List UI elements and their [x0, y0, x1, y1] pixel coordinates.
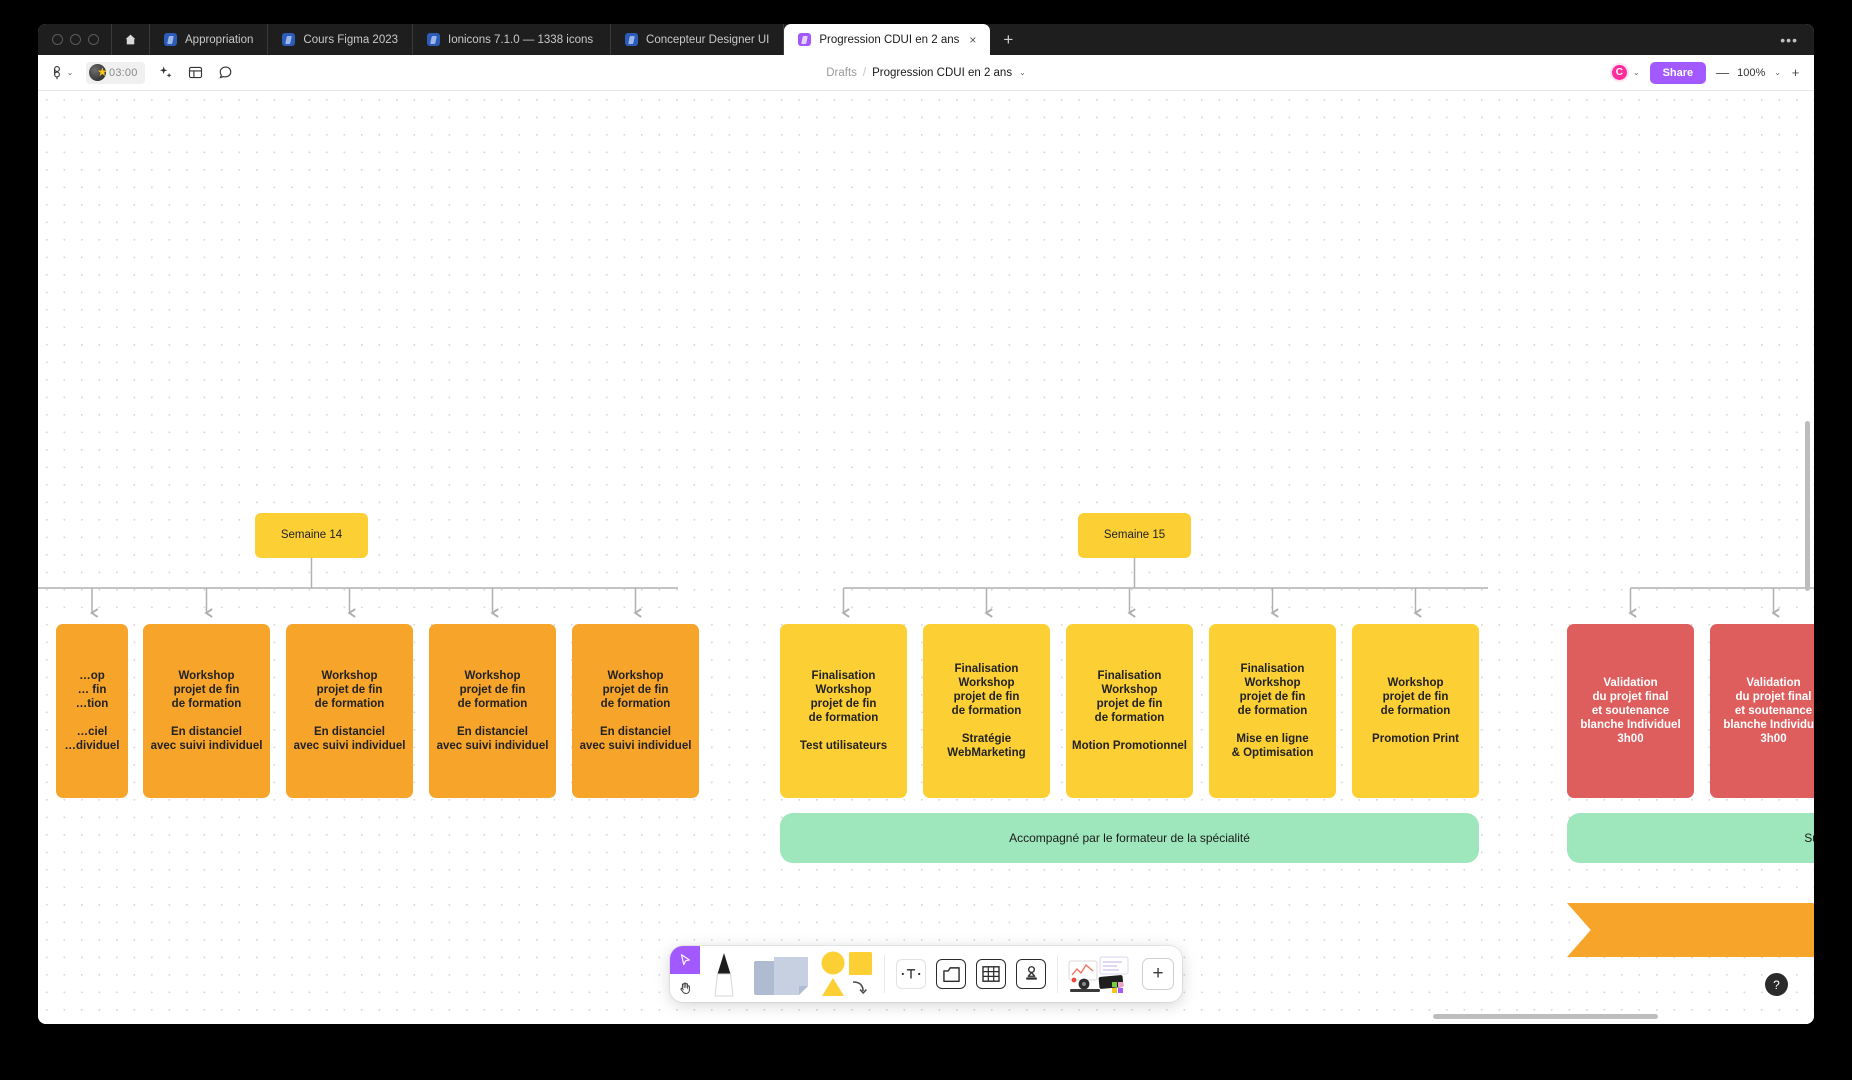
workshop-card[interactable]: …op … fin …tion …ciel …dividuel [56, 624, 128, 798]
stamp-tool-glyph [1016, 959, 1046, 989]
section-tool[interactable] [931, 946, 971, 1002]
zoom-out-button[interactable]: — [1716, 65, 1729, 80]
figma-file-icon [164, 33, 177, 46]
shapes-tool[interactable] [816, 946, 878, 1002]
tool-group-widgets: + [1064, 946, 1182, 1002]
window-more-menu-icon[interactable]: ••• [1764, 24, 1814, 55]
chevron-down-icon[interactable]: ⌄ [1019, 68, 1026, 77]
toolbar-right-group: C ⌄ Share — 100% ⌄ + [1610, 62, 1802, 84]
figjam-file-icon [798, 33, 811, 46]
figma-app-window: Appropriation Cours Figma 2023 Ionicons … [38, 24, 1814, 1024]
week-header-node[interactable]: Semaine 15 [1078, 513, 1191, 558]
finalisation-card[interactable]: Finalisation Workshop projet de fin de f… [923, 624, 1050, 798]
text-tool-glyph [896, 959, 926, 989]
sticky-note-tool[interactable] [748, 946, 816, 1002]
convocation-banner[interactable]: Sur convoca [1567, 813, 1814, 863]
cursor-tool[interactable] [670, 946, 700, 974]
browser-tab-bar: Appropriation Cours Figma 2023 Ionicons … [38, 24, 1814, 55]
frame-icon[interactable] [183, 60, 209, 86]
stamp-tool[interactable] [1011, 946, 1051, 1002]
orange-ribbon-shape[interactable] [1567, 903, 1814, 957]
validation-card[interactable]: Validation du projet final et soutenance… [1567, 624, 1694, 798]
figma-file-icon [625, 33, 638, 46]
widgets-tool[interactable] [1064, 946, 1134, 1002]
chevron-down-icon[interactable]: ⌄ [1774, 68, 1781, 77]
maximize-button[interactable] [70, 34, 81, 45]
close-button[interactable] [88, 34, 99, 45]
page-title: Progression CDUI en 2 ans [872, 67, 1012, 79]
breadcrumb-separator: / [863, 67, 866, 79]
figma-top-toolbar: ⌄ ★ 03:00 Drafts / Progression [38, 55, 1814, 91]
validation-card[interactable]: Validation du projet final et soutenance… [1710, 624, 1814, 798]
window-controls[interactable] [38, 24, 112, 55]
browser-tab-appropriation[interactable]: Appropriation [150, 24, 268, 55]
browser-tab-progression-cdui[interactable]: Progression CDUI en 2 ans × [784, 24, 990, 55]
close-tab-icon[interactable]: × [969, 33, 976, 47]
tool-group-content [891, 946, 1051, 1002]
text-tool[interactable] [891, 946, 931, 1002]
chevron-down-icon: ⌄ [67, 68, 74, 77]
figma-menu-icon[interactable]: ⌄ [50, 60, 76, 86]
finalisation-card[interactable]: Workshop projet de fin de formation Prom… [1352, 624, 1479, 798]
board-content: Semaine 14 Semaine 15 …op … fin …tion …c… [38, 91, 1814, 1024]
hand-tool[interactable] [670, 974, 700, 1002]
new-tab-button[interactable]: + [990, 24, 1026, 55]
tab-label: Progression CDUI en 2 ans [819, 34, 959, 46]
star-icon: ★ [97, 66, 108, 78]
toolbar-divider [1057, 955, 1058, 993]
vertical-scrollbar[interactable] [1805, 421, 1810, 591]
browser-tab-concepteur-designer-ui[interactable]: Concepteur Designer UI [611, 24, 784, 55]
figma-file-icon [282, 33, 295, 46]
toolbar-center-group: Drafts / Progression CDUI en 2 ans ⌄ [38, 67, 1814, 79]
minimize-button[interactable] [52, 34, 63, 45]
horizontal-scrollbar[interactable] [1433, 1014, 1658, 1019]
zoom-in-button[interactable]: + [1789, 65, 1802, 80]
browser-tab-cours-figma-2023[interactable]: Cours Figma 2023 [268, 24, 413, 55]
plus-icon: + [1142, 958, 1174, 990]
tab-label: Cours Figma 2023 [303, 34, 398, 46]
comment-icon[interactable] [213, 60, 239, 86]
home-icon[interactable] [112, 24, 150, 55]
breadcrumb[interactable]: Drafts / Progression CDUI en 2 ans ⌄ [826, 67, 1026, 79]
timer-avatar: ★ [89, 64, 106, 81]
tab-label: Ionicons 7.1.0 — 1338 icons pack (C [448, 34, 596, 46]
breadcrumb-drafts[interactable]: Drafts [826, 67, 857, 79]
timer-chip[interactable]: ★ 03:00 [86, 62, 145, 84]
table-tool[interactable] [971, 946, 1011, 1002]
figjam-bottom-toolbar: + [670, 946, 1182, 1002]
zoom-controls: — 100% ⌄ + [1716, 65, 1802, 80]
avatar[interactable]: C [1610, 63, 1629, 82]
workshop-card[interactable]: Workshop projet de fin de formation En d… [286, 624, 413, 798]
cursor-hand-toggle [670, 946, 700, 1002]
finalisation-card[interactable]: Finalisation Workshop projet de fin de f… [1209, 624, 1336, 798]
timer-value: 03:00 [109, 67, 138, 79]
workshop-card[interactable]: Workshop projet de fin de formation En d… [572, 624, 699, 798]
help-button[interactable]: ? [1765, 973, 1788, 996]
figma-file-icon [427, 33, 440, 46]
tab-label: Concepteur Designer UI [646, 34, 769, 46]
zoom-level[interactable]: 100% [1737, 67, 1765, 79]
accompagnement-banner[interactable]: Accompagné par le formateur de la spécia… [780, 813, 1479, 863]
table-tool-glyph [976, 959, 1006, 989]
workshop-card[interactable]: Workshop projet de fin de formation En d… [429, 624, 556, 798]
section-tool-glyph [936, 959, 966, 989]
toolbar-left-group: ⌄ ★ 03:00 [50, 60, 239, 86]
workshop-card[interactable]: Workshop projet de fin de formation En d… [143, 624, 270, 798]
figjam-canvas[interactable]: Semaine 14 Semaine 15 …op … fin …tion …c… [38, 91, 1814, 1024]
toolbar-divider [884, 955, 885, 993]
tab-bar-spacer [1026, 24, 1764, 55]
share-button[interactable]: Share [1650, 62, 1707, 84]
more-tools-button[interactable]: + [1134, 946, 1182, 1002]
marker-pen-tool[interactable] [700, 946, 748, 1002]
chevron-down-icon[interactable]: ⌄ [1633, 68, 1640, 77]
avatar-group[interactable]: C ⌄ [1610, 63, 1640, 82]
finalisation-card[interactable]: Finalisation Workshop projet de fin de f… [1066, 624, 1193, 798]
tool-group-create [670, 946, 878, 1002]
sparkle-icon[interactable] [153, 60, 179, 86]
finalisation-card[interactable]: Finalisation Workshop projet de fin de f… [780, 624, 907, 798]
week-header-node[interactable]: Semaine 14 [255, 513, 368, 558]
tab-label: Appropriation [185, 34, 253, 46]
browser-tab-ionicons[interactable]: Ionicons 7.1.0 — 1338 icons pack (C [413, 24, 611, 55]
